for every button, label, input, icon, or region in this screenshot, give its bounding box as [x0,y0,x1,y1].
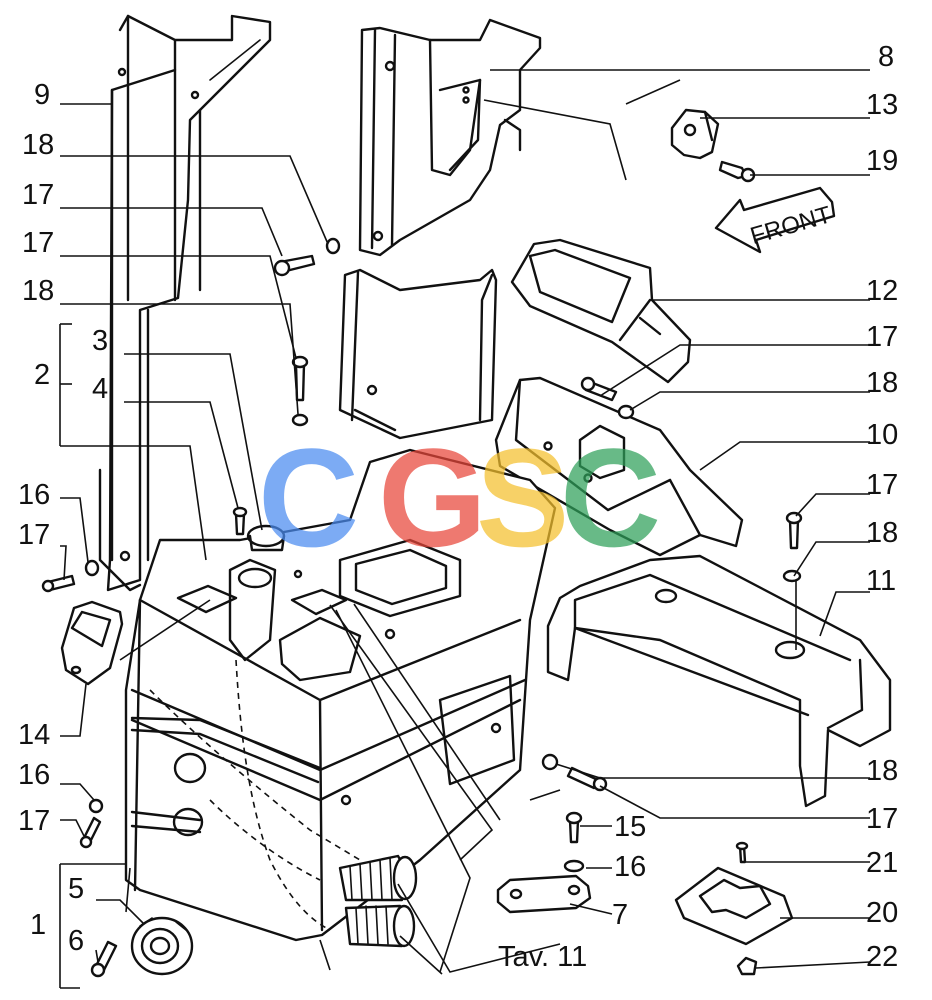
watermark-letter-g: G [378,419,487,576]
part-8-upper-trim [358,18,542,257]
callout-19: 19 [866,145,898,177]
callout-5: 5 [68,873,84,905]
callout-18: 18 [22,129,54,161]
part-9-pillar-trim [98,14,272,592]
part-13-hook [670,108,720,160]
callout-3: 3 [92,325,108,357]
part-10-console-cover [494,376,744,557]
callout-21: 21 [866,847,898,879]
callout-18: 18 [22,275,54,307]
callout-2: 2 [34,359,50,391]
part-22-clip-nut [736,956,758,976]
callout-11: 11 [866,565,896,597]
part-21-screw [735,841,749,864]
callout-15: 15 [614,811,646,843]
leader-lines [59,69,871,989]
callout-17: 17 [22,179,54,211]
callout-10: 10 [866,419,898,451]
callout-13: 13 [866,89,898,121]
part-11-armrest-cover [546,554,892,808]
part-12-tray [510,238,692,384]
callout-18: 18 [866,517,898,549]
part-1-console-body [124,448,557,942]
callout-14: 14 [18,719,50,751]
callout-7: 7 [612,899,628,931]
cgsc-watermark: C G S C [258,419,661,576]
part-14-clip [60,600,124,686]
callout-8: 8 [878,41,894,73]
callout-17: 17 [18,805,50,837]
callout-1: 1 [30,909,46,941]
callout-16: 16 [614,851,646,883]
callout-17: 17 [866,803,898,835]
ribbed-ducts [338,854,418,948]
part-19-screw [718,160,756,183]
callout-18: 18 [866,367,898,399]
part-20-slotted-plate [674,866,794,946]
callout-6: 6 [68,925,84,957]
part-5-grommet [130,916,194,976]
watermark-letter-c2: C [560,419,661,576]
callout-9: 9 [34,79,50,111]
reference-tav-11: Tav. 11 [498,941,587,973]
callout-16: 16 [18,479,50,511]
callout-17: 17 [866,321,898,353]
part-lower-pillar-trim [338,268,498,440]
callout-17: 17 [866,469,898,501]
watermark-letter-s: S [476,419,569,576]
callout-20: 20 [866,897,898,929]
watermark-letter-c: C [258,419,359,576]
callout-18: 18 [866,755,898,787]
callout-22: 22 [866,941,898,973]
callout-17: 17 [22,227,54,259]
front-direction-arrow: FRONT [714,186,836,254]
part-6-screw [90,940,118,978]
callout-4: 4 [92,373,108,405]
fasteners [41,237,803,873]
callout-16: 16 [18,759,50,791]
callout-12: 12 [866,275,898,307]
callout-17: 17 [18,519,50,551]
part-7-plate [496,874,592,914]
callout-numbers: 9 18 17 17 18 3 2 4 16 17 14 16 17 5 1 6… [18,41,898,973]
